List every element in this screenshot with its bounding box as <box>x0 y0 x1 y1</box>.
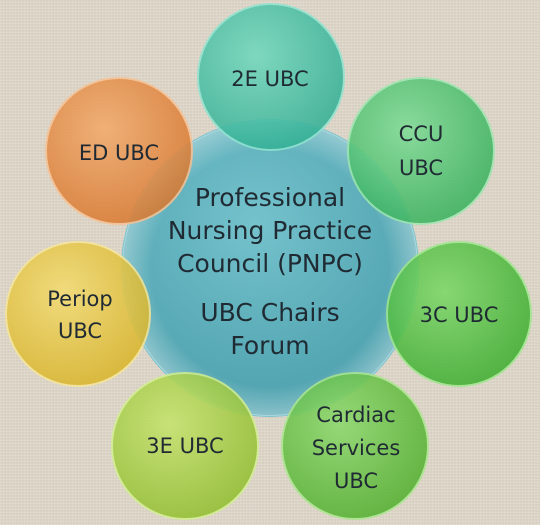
label-ccu-ubc-line-2: UBC <box>399 156 443 180</box>
satellite-3c-ubc <box>386 241 532 387</box>
label-cardiac-services-ubc-line-3: UBC <box>334 469 378 493</box>
satellite-ed-ubc <box>45 77 193 225</box>
label-cardiac-services-ubc-line-1: Cardiac <box>316 403 395 427</box>
satellite-ccu-ubc <box>347 77 495 225</box>
center-line-3: Council (PNPC) <box>177 249 363 278</box>
label-3e-ubc: 3E UBC <box>146 434 223 458</box>
satellite-periop-ubc <box>5 241 151 387</box>
center-line-2: Nursing Practice <box>168 216 372 245</box>
center-line-1: Professional <box>195 183 345 212</box>
label-ed-ubc: ED UBC <box>79 141 159 165</box>
label-cardiac-services-ubc-line-2: Services <box>312 436 401 460</box>
label-ccu-ubc-line-1: CCU <box>399 122 444 146</box>
label-periop-ubc-line-2: UBC <box>58 319 102 343</box>
label-periop-ubc-line-1: Periop <box>47 287 112 311</box>
satellite-cardiac-services-ubc <box>281 372 429 520</box>
center-line-4: UBC Chairs <box>200 298 339 327</box>
satellite-2e-ubc <box>197 3 345 151</box>
center-circle-rim <box>122 120 418 416</box>
satellite-3e-ubc <box>111 372 259 520</box>
center-line-5: Forum <box>230 331 309 360</box>
label-2e-ubc: 2E UBC <box>231 67 308 91</box>
label-3c-ubc: 3C UBC <box>420 303 499 327</box>
